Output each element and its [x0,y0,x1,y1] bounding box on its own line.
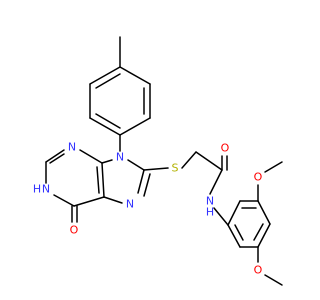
bond [143,173,151,197]
bond [49,153,65,164]
sulfur-label: S [172,162,179,175]
imidazole-ring [101,159,151,204]
bond [209,169,223,195]
linker [143,151,228,195]
bond [53,194,75,207]
oxygen-label: O [221,142,230,155]
hydrogen-label: H [33,183,41,196]
bond [257,223,271,248]
bond [257,200,271,225]
nitrogen-label: N [42,183,50,196]
bond [89,117,121,136]
bond [101,162,105,198]
bond [227,224,241,248]
hydrogen-label: H [206,206,214,219]
bond [73,196,105,207]
bond [213,207,229,226]
bond [96,166,100,194]
bond [181,151,197,169]
bond [234,224,244,241]
bond [101,159,113,164]
nitrogen-label: N [126,198,134,211]
bond [143,167,169,171]
bond [45,149,65,163]
bond [264,161,283,173]
molecule-structure: N N N H N O S O N H O O [33,36,283,286]
nitrogen-label: N [206,195,214,208]
bond [103,196,123,204]
nitrogen-label: N [68,141,76,154]
bond [95,73,121,89]
molecule-diagram: N N N H N O S O N H O O [33,36,283,286]
bond [253,223,264,241]
bond [137,169,145,194]
nitrogen-label: N [116,151,124,164]
bond [264,274,283,286]
dimethoxyphenyl-ring [213,161,283,286]
bond [79,149,103,164]
oxygen-label: O [254,171,263,184]
oxygen-label: O [254,264,263,277]
bond [95,113,121,129]
bond [119,117,151,136]
pyrimidine-ring [45,149,105,223]
bond [89,66,121,85]
bond [195,151,223,171]
oxygen-label: O [70,224,79,237]
bond [119,66,151,85]
bond [127,159,145,171]
bond [227,200,241,226]
tolyl-ring [89,36,151,136]
